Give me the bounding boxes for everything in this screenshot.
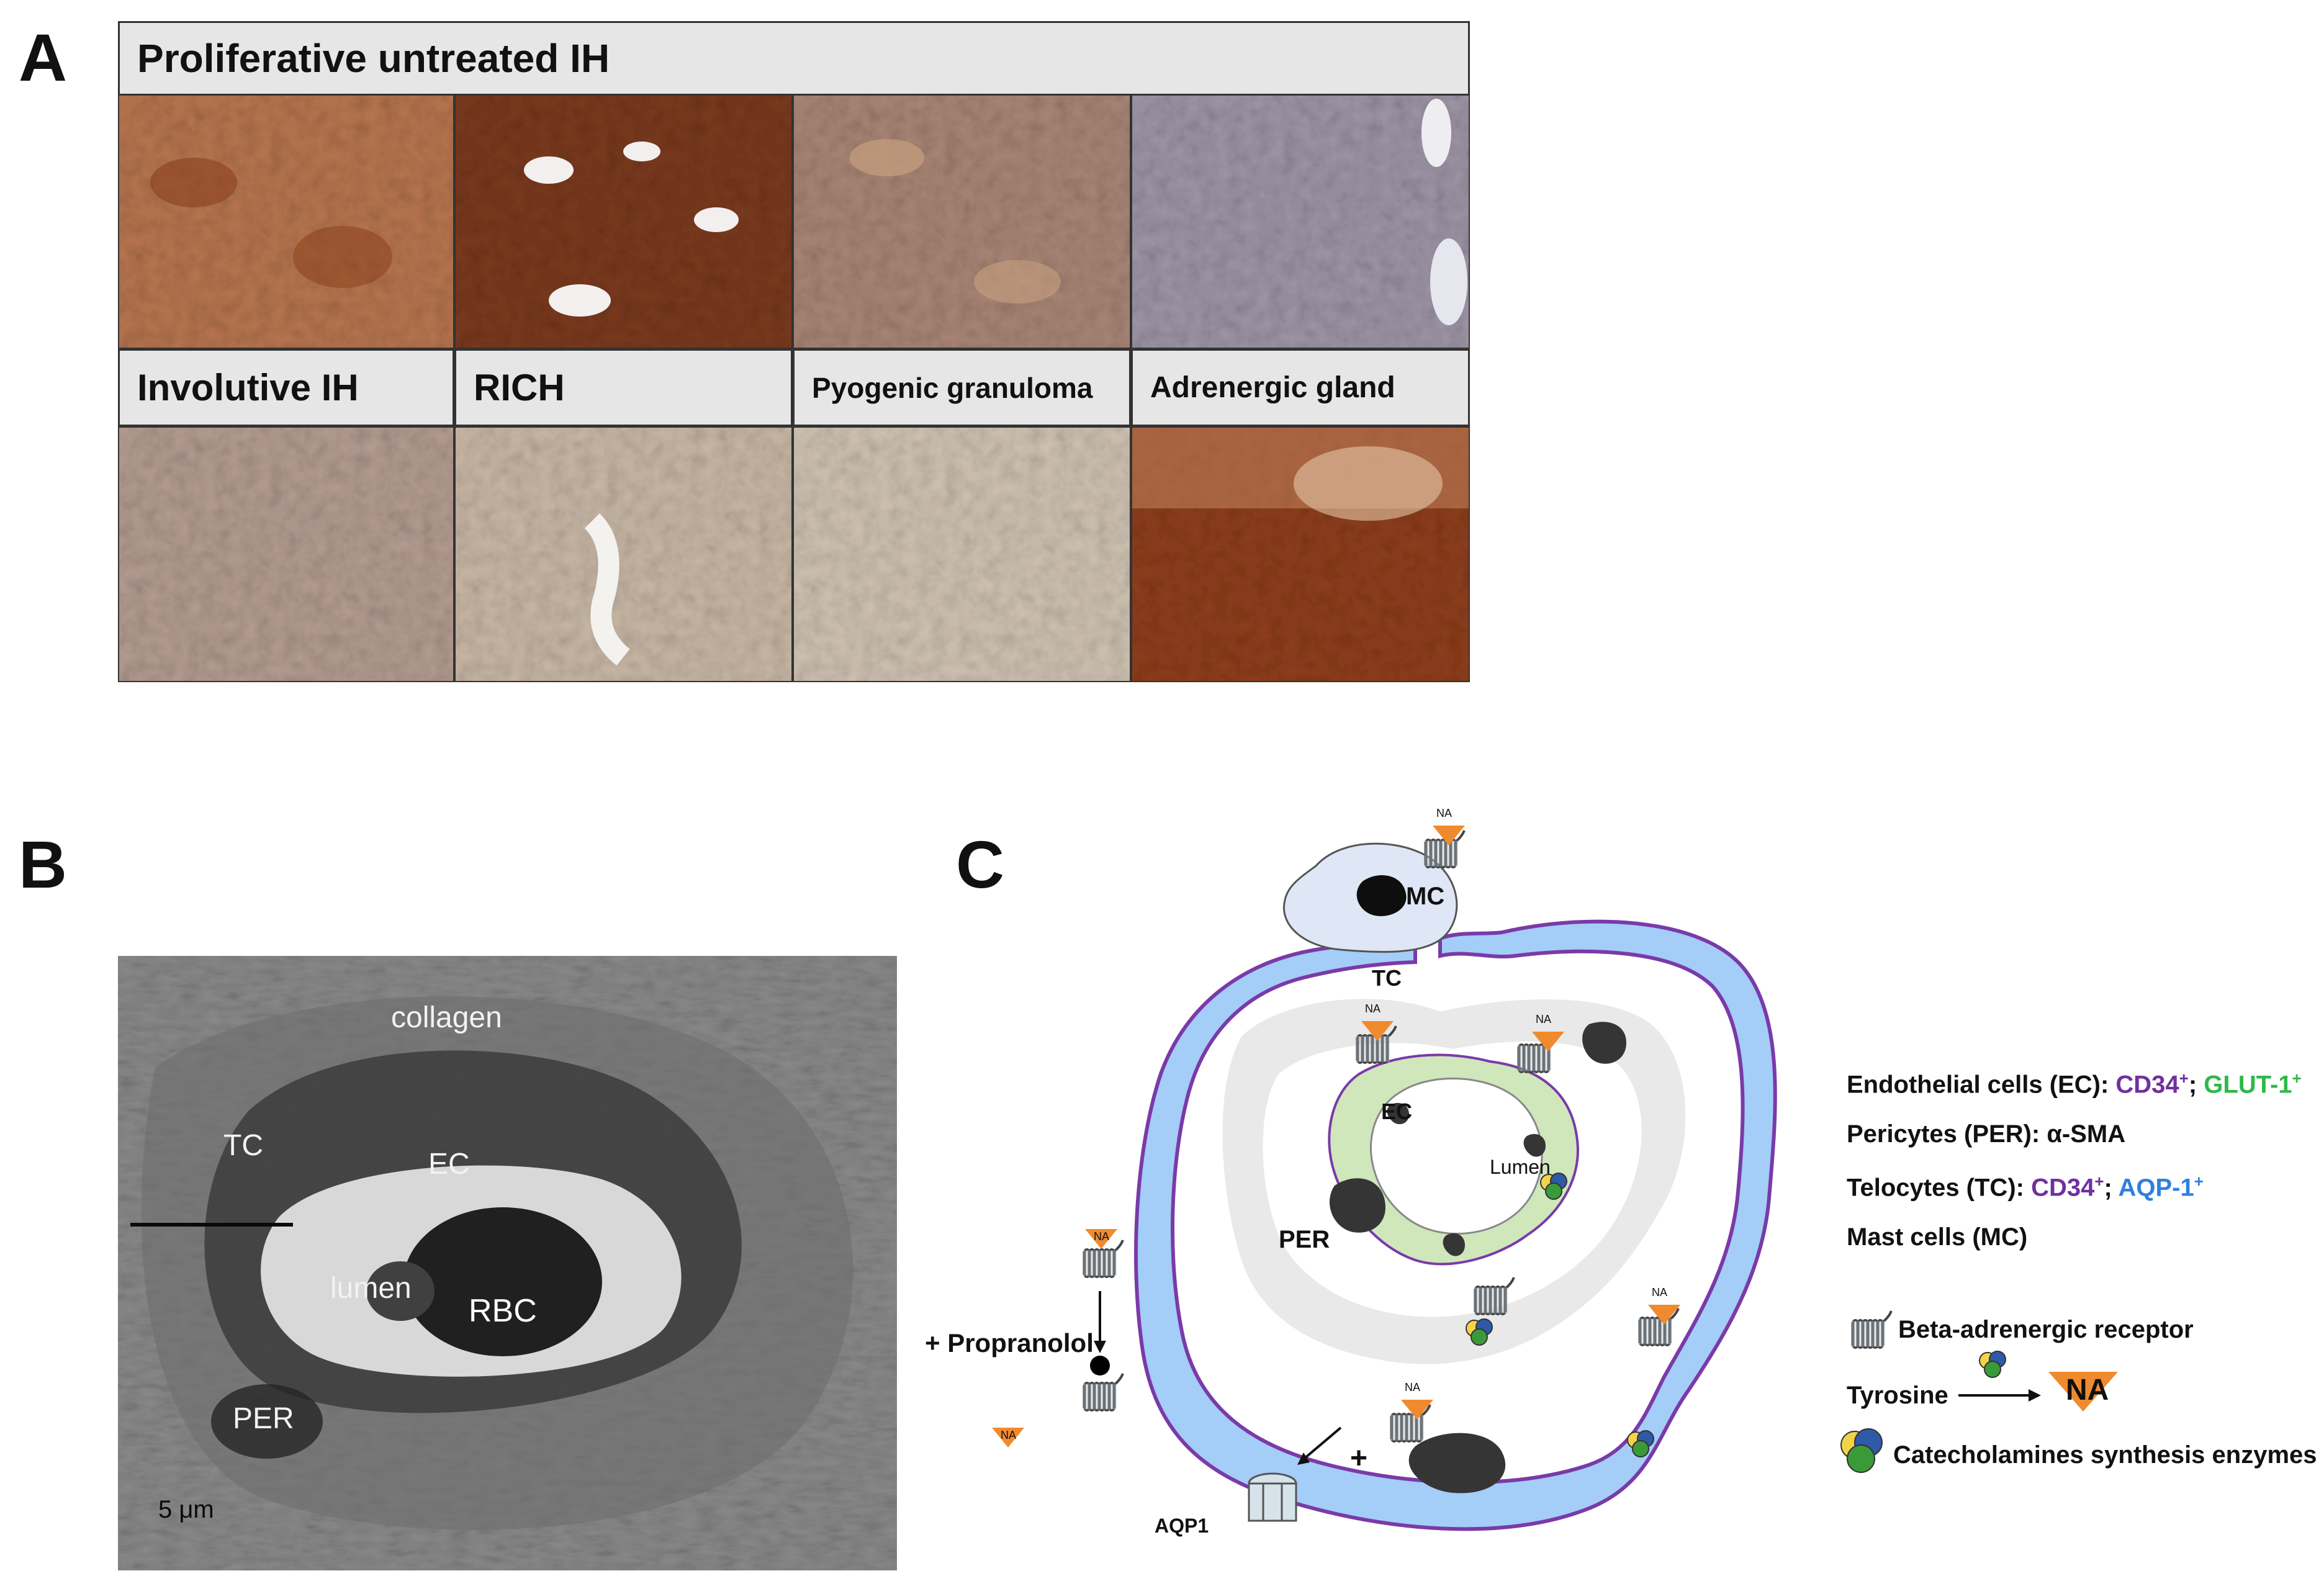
enzyme-cluster-icon xyxy=(1540,1173,1567,1200)
legend-tc: Telocytes (TC): CD34+; AQP-1+ xyxy=(1847,1172,2204,1202)
legend-enzymes: Catecholamines synthesis enzymes xyxy=(1893,1441,2317,1469)
na-icon xyxy=(1085,1229,1117,1249)
header-adrenergic-gland: Adrenergic gland xyxy=(1150,371,1395,404)
legend-tc-sep: ; xyxy=(2104,1174,2119,1202)
lumen xyxy=(1370,1078,1543,1235)
vessel-schematic xyxy=(1134,826,1777,1531)
electron-micrograph xyxy=(118,956,897,1570)
mast-cell-nucleus xyxy=(1356,875,1407,916)
histology-tile-r2c1 xyxy=(118,426,454,682)
legend-ec-marker2: GLUT-1 xyxy=(2204,1071,2292,1099)
legend-tc-prefix: Telocytes (TC): xyxy=(1847,1174,2032,1202)
legend-tc-marker1: CD34 xyxy=(2031,1174,2095,1202)
header-pyogenic-granuloma: Pyogenic granuloma xyxy=(812,371,1093,404)
na-label: NA xyxy=(1365,1002,1381,1015)
legend-tyrosine-arrow xyxy=(1958,1351,2118,1412)
na-label: NA xyxy=(1536,1013,1552,1025)
em-label-collagen: collagen xyxy=(391,1001,502,1034)
label-mc: MC xyxy=(1406,883,1445,910)
legend-ec-prefix: Endothelial cells (EC): xyxy=(1847,1071,2116,1099)
aqp1-channel-icon xyxy=(1248,1472,1297,1522)
legend-na-big: NA xyxy=(2066,1374,2109,1407)
label-plus: + xyxy=(1350,1442,1368,1475)
legend-per: Pericytes (PER): α-SMA xyxy=(1847,1120,2126,1148)
panel-a-row2-header-2: RICH xyxy=(454,349,793,426)
scale-bar-label: 5 μm xyxy=(158,1496,214,1523)
na-icon xyxy=(1648,1305,1680,1325)
propranolol-illustration xyxy=(992,1229,1155,1448)
na-icon xyxy=(1532,1032,1564,1051)
label-ec: EC xyxy=(1381,1099,1413,1124)
label-per: PER xyxy=(1279,1226,1330,1253)
histology-tile-r1c3 xyxy=(793,94,1131,349)
telocyte-layer xyxy=(1134,919,1777,1531)
label-lumen: Lumen xyxy=(1490,1156,1551,1178)
label-tc: TC xyxy=(1372,965,1402,991)
receptor-icon xyxy=(1083,1374,1123,1410)
histology-tile-r2c4 xyxy=(1131,426,1470,682)
em-label-rbc: RBC xyxy=(469,1293,537,1329)
histology-tile-r1c2 xyxy=(454,94,793,349)
histology-tile-r2c2 xyxy=(454,426,793,682)
legend-receptor: Beta-adrenergic receptor xyxy=(1898,1316,2194,1343)
na-label: NA xyxy=(1094,1230,1110,1243)
legend-sup: + xyxy=(2094,1172,2104,1191)
header-rich: RICH xyxy=(474,367,565,408)
panel-a-row1-title: Proliferative untreated IH xyxy=(137,36,610,81)
panel-label-a: A xyxy=(19,20,67,95)
histology-tile-r1c4 xyxy=(1131,94,1470,349)
na-icon xyxy=(992,1428,1024,1448)
histology-tile-r2c3 xyxy=(793,426,1131,682)
histology-tile-r1c1 xyxy=(118,94,454,349)
legend-sup: + xyxy=(2292,1069,2302,1087)
legend-ec-marker1: CD34 xyxy=(2115,1071,2179,1099)
em-label-ec: EC xyxy=(428,1148,470,1181)
na-label: NA xyxy=(1436,807,1452,819)
em-label-lumen: lumen xyxy=(330,1272,412,1305)
legend-ec-sep: ; xyxy=(2188,1071,2204,1099)
na-label: NA xyxy=(1652,1286,1668,1299)
panel-label-c: C xyxy=(956,827,1004,902)
legend-sup: + xyxy=(2179,1069,2189,1087)
panel-a-row2-header-3: Pyogenic granuloma xyxy=(793,349,1131,426)
na-label: NA xyxy=(1001,1429,1017,1441)
enzyme-cluster-icon xyxy=(1979,1351,2006,1378)
na-icon xyxy=(1361,1021,1394,1041)
legend-enzyme-icon xyxy=(1840,1428,1883,1473)
propranolol-molecule-icon xyxy=(1090,1356,1110,1376)
panel-a-row1-header: Proliferative untreated IH xyxy=(118,21,1470,96)
na-label: NA xyxy=(1405,1381,1421,1394)
legend-ec: Endothelial cells (EC): CD34+; GLUT-1+ xyxy=(1847,1069,2302,1099)
legend-tyrosine: Tyrosine xyxy=(1847,1382,1948,1409)
label-aqp1: AQP1 xyxy=(1155,1515,1209,1537)
legend-tc-marker2: AQP-1 xyxy=(2118,1174,2194,1202)
header-involutive-ih: Involutive IH xyxy=(137,367,359,408)
na-icon xyxy=(1433,826,1465,845)
panel-a-row2-header-4: Adrenergic gland xyxy=(1131,349,1470,426)
legend-mc: Mast cells (MC) xyxy=(1847,1223,2028,1251)
panel-label-b: B xyxy=(19,827,67,902)
enzyme-cluster-icon xyxy=(1466,1318,1493,1346)
enzyme-cluster-icon xyxy=(1627,1430,1654,1457)
legend-receptor-icon xyxy=(1847,1310,1896,1353)
em-label-tc: TC xyxy=(223,1129,263,1162)
panel-a-row2-header-1: Involutive IH xyxy=(118,349,454,426)
em-label-per: PER xyxy=(233,1402,294,1435)
na-big-icon xyxy=(2048,1372,2118,1412)
propranolol-label: + Propranolol xyxy=(925,1328,1094,1358)
legend-sup: + xyxy=(2194,1172,2204,1191)
na-icon xyxy=(1401,1400,1433,1420)
